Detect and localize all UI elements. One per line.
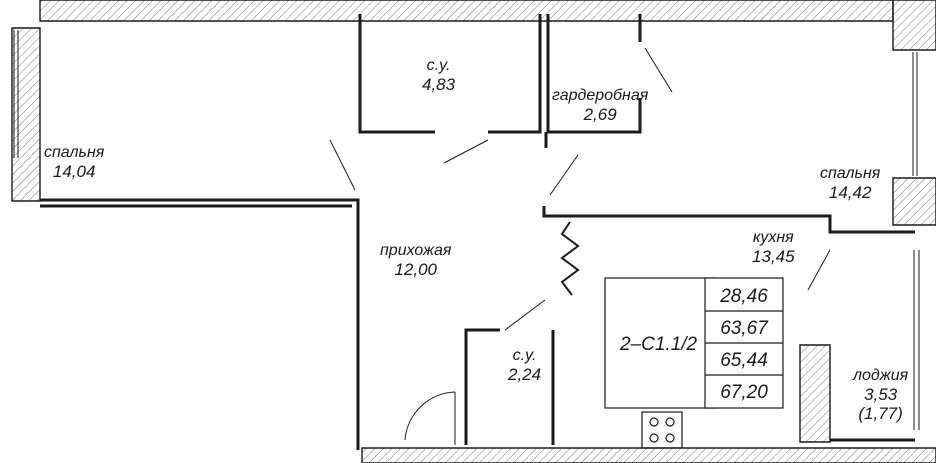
room-area-reduced: (1,77) (858, 404, 903, 423)
interior-walls (40, 14, 915, 450)
room-area: 14,42 (828, 183, 872, 202)
area-table (604, 277, 784, 409)
top-wall (39, 0, 894, 22)
room-area: 12,00 (394, 260, 437, 279)
room-name: кухня (752, 229, 794, 246)
room-area: 4,83 (422, 75, 456, 94)
room-label-bedroom-left: спальня 14,04 (44, 144, 105, 181)
room-label-bathroom-top: с.у. 4,83 (422, 57, 456, 94)
stove-icon (641, 411, 683, 449)
room-area: 13,45 (752, 247, 795, 266)
area-cell: 67,20 (720, 382, 768, 403)
room-name: с.у. (512, 347, 537, 364)
room-area: 14,04 (52, 162, 96, 181)
room-area: 2,24 (508, 365, 542, 384)
right-top-column (892, 0, 936, 51)
left-wall (11, 27, 41, 202)
zigzag-marker (560, 221, 580, 296)
area-cell: 28,46 (720, 286, 768, 307)
room-label-bedroom-right: спальня 14,42 (820, 165, 881, 202)
room-label-loggia: лоджия 3,53 (1,77) (853, 367, 909, 423)
room-label-bathroom-bottom: с.у. 2,24 (508, 347, 542, 384)
room-area: 2,69 (583, 105, 617, 124)
area-cell: 63,67 (720, 318, 768, 339)
area-cell: 65,44 (720, 350, 768, 371)
room-name: спальня (820, 165, 881, 182)
room-name: спальня (44, 144, 105, 161)
loggia-left-wall (799, 344, 831, 443)
room-label-hallway: прихожая 12,00 (380, 242, 452, 279)
right-mid-column (892, 177, 936, 226)
room-name: прихожая (380, 242, 452, 259)
room-label-wardrobe: гардеробная 2,69 (552, 87, 649, 124)
room-label-kitchen: кухня 13,45 (752, 229, 795, 266)
room-name: с.у. (426, 57, 451, 74)
bottom-wall (361, 447, 936, 463)
windows (13, 30, 920, 430)
exterior-walls (11, 0, 936, 463)
door-swings (329, 47, 831, 445)
room-name: лоджия (853, 367, 909, 384)
apartment-code: 2–С1.1/2 (620, 334, 698, 355)
room-name: гардеробная (552, 87, 649, 104)
room-area: 3,53 (864, 385, 898, 404)
